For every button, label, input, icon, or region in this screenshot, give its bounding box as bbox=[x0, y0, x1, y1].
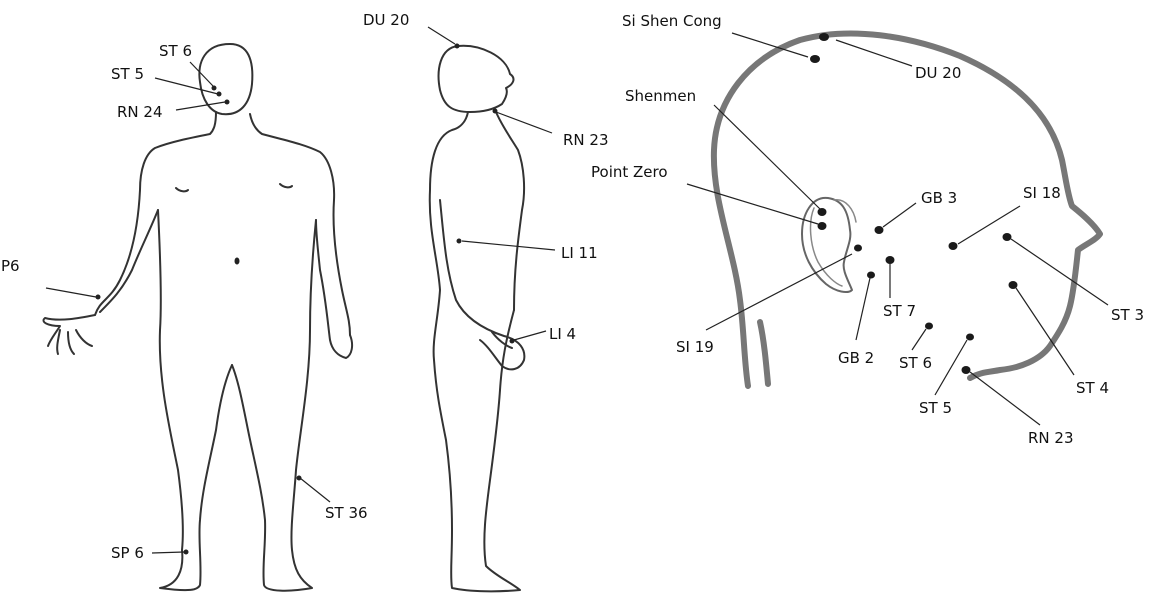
label-si18: SI 18 bbox=[1023, 184, 1061, 202]
label-li4: LI 4 bbox=[549, 325, 576, 343]
front-body-figure bbox=[43, 44, 352, 591]
label-rn24-front: RN 24 bbox=[117, 103, 163, 121]
point-point-zero: Point Zero bbox=[591, 163, 827, 230]
point-du20-side: DU 20 bbox=[363, 11, 460, 49]
label-st3: ST 3 bbox=[1111, 306, 1144, 324]
point-st5-front: ST 5 bbox=[111, 65, 222, 97]
point-rn23-side: RN 23 bbox=[493, 109, 609, 150]
point-si-shen-cong: Si Shen Cong bbox=[622, 12, 820, 63]
label-si-shen-cong: Si Shen Cong bbox=[622, 12, 722, 30]
label-shenmen: Shenmen bbox=[625, 87, 696, 105]
label-si19: SI 19 bbox=[676, 338, 714, 356]
label-st4: ST 4 bbox=[1076, 379, 1109, 397]
label-gb3: GB 3 bbox=[921, 189, 957, 207]
side-body-figure bbox=[430, 46, 525, 592]
point-st4: ST 4 bbox=[1009, 281, 1110, 397]
label-rn23-side: RN 23 bbox=[563, 131, 609, 149]
point-rn23-head: RN 23 bbox=[962, 366, 1074, 447]
point-st6-front: ST 6 bbox=[159, 42, 217, 91]
label-rn23-head: RN 23 bbox=[1028, 429, 1074, 447]
label-st5-head: ST 5 bbox=[919, 399, 952, 417]
point-gb3: GB 3 bbox=[875, 189, 958, 234]
label-st5-front: ST 5 bbox=[111, 65, 144, 83]
label-li11: LI 11 bbox=[561, 244, 598, 262]
label-p6: P6 bbox=[1, 257, 20, 275]
label-st6-front: ST 6 bbox=[159, 42, 192, 60]
point-si19: SI 19 bbox=[676, 245, 862, 357]
point-li4: LI 4 bbox=[510, 325, 577, 344]
point-du20-head: DU 20 bbox=[819, 33, 961, 82]
label-sp6: SP 6 bbox=[111, 544, 144, 562]
label-gb2: GB 2 bbox=[838, 349, 874, 367]
label-du20-side: DU 20 bbox=[363, 11, 409, 29]
label-st7: ST 7 bbox=[883, 302, 916, 320]
point-gb2: GB 2 bbox=[838, 272, 875, 368]
point-st7: ST 7 bbox=[883, 256, 916, 320]
point-st36: ST 36 bbox=[297, 476, 368, 523]
point-st5-head: ST 5 bbox=[919, 334, 974, 418]
label-point-zero: Point Zero bbox=[591, 163, 668, 181]
label-st6-head: ST 6 bbox=[899, 354, 932, 372]
label-st36: ST 36 bbox=[325, 504, 368, 522]
label-du20-head: DU 20 bbox=[915, 64, 961, 82]
point-p6: P6 bbox=[1, 257, 101, 300]
point-li11: LI 11 bbox=[457, 239, 598, 263]
point-st6-head: ST 6 bbox=[899, 323, 933, 373]
point-sp6: SP 6 bbox=[111, 544, 189, 562]
